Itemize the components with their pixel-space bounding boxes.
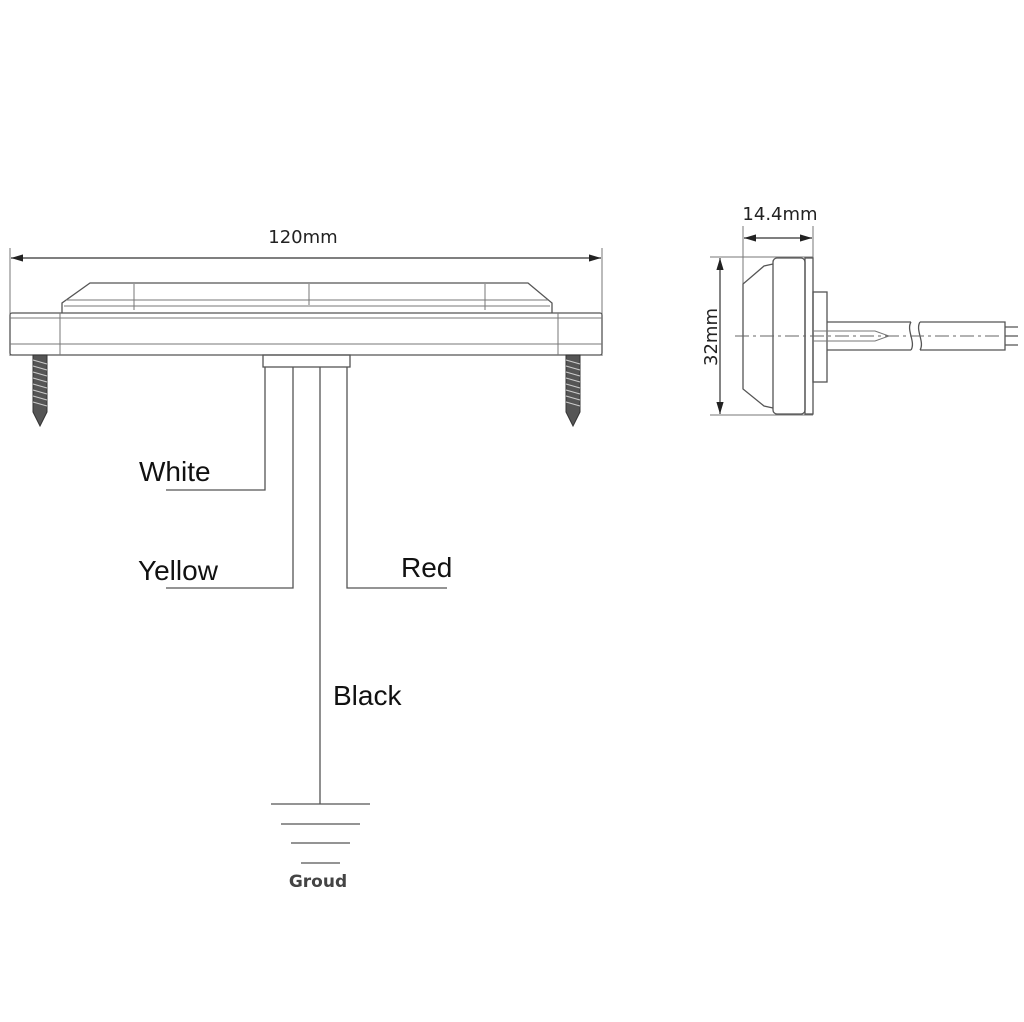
- wire-yellow: [166, 367, 294, 589]
- base-plate: [9, 312, 603, 356]
- cable: [827, 321, 911, 351]
- screw-right: [565, 354, 581, 428]
- wire-red: [346, 367, 447, 589]
- side-connector: [812, 291, 828, 383]
- side-view-lamp: 14.4mm 32mm: [701, 204, 1018, 416]
- cable-gland: [262, 354, 351, 368]
- wire-ends: [1005, 326, 1018, 346]
- wire-white: [166, 367, 266, 491]
- label-black: Black: [333, 680, 402, 711]
- depth-dimension-label: 14.4mm: [742, 204, 817, 225]
- ground-icon: [271, 803, 370, 864]
- height-dimension-label: 32mm: [701, 308, 722, 366]
- label-red: Red: [401, 552, 452, 583]
- label-ground: Groud: [289, 872, 347, 892]
- cable-core: [813, 330, 891, 342]
- label-white: White: [139, 456, 211, 487]
- label-yellow: Yellow: [138, 555, 219, 586]
- lens-outline: [61, 282, 553, 313]
- front-view-lamp: 120mm: [9, 227, 603, 428]
- width-dimension-label: 120mm: [268, 227, 337, 248]
- screw-left: [32, 354, 48, 428]
- wires: [166, 367, 447, 804]
